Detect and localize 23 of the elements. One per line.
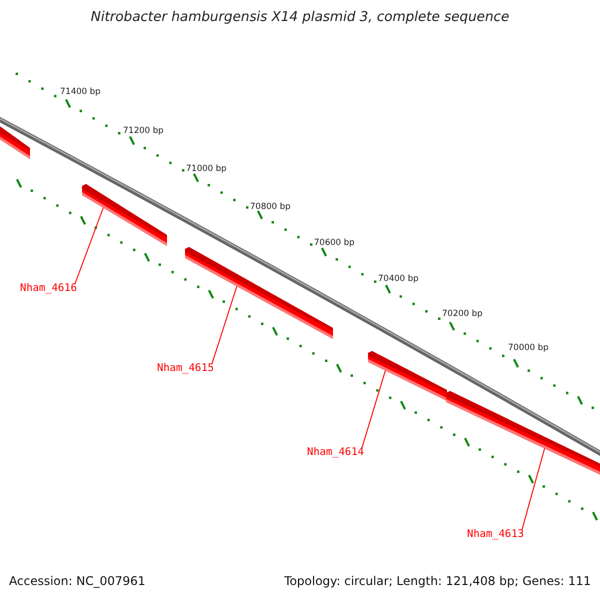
gene-bar xyxy=(368,351,447,401)
gene-bar xyxy=(446,391,600,477)
position-label: 71200 bp xyxy=(123,126,164,136)
gene-label: Nham_4613 xyxy=(467,528,524,540)
position-label: 71400 bp xyxy=(60,87,101,97)
leader-line xyxy=(361,370,386,448)
position-label: 70200 bp xyxy=(442,309,483,319)
gene-label: Nham_4614 xyxy=(307,446,364,458)
position-label: 71000 bp xyxy=(186,164,227,174)
leader-line xyxy=(211,286,238,364)
position-label: 70800 bp xyxy=(250,202,291,212)
gene-label: Nham_4615 xyxy=(157,362,214,374)
leader-line xyxy=(74,207,104,284)
position-label: 70000 bp xyxy=(508,343,549,353)
position-label: 70400 bp xyxy=(378,274,419,284)
sequence-info-text: Topology: circular; Length: 121,408 bp; Genes: 111 xyxy=(284,574,591,588)
map-title: Nitrobacter hamburgensis X14 plasmid 3, complete sequence xyxy=(90,9,510,25)
gene-bar xyxy=(185,247,333,339)
gene-bar xyxy=(82,184,167,246)
gene-label: Nham_4616 xyxy=(20,282,77,294)
leader-line xyxy=(521,448,546,530)
position-label: 70600 bp xyxy=(314,238,355,248)
accession-text: Accession: NC_007961 xyxy=(9,574,146,588)
